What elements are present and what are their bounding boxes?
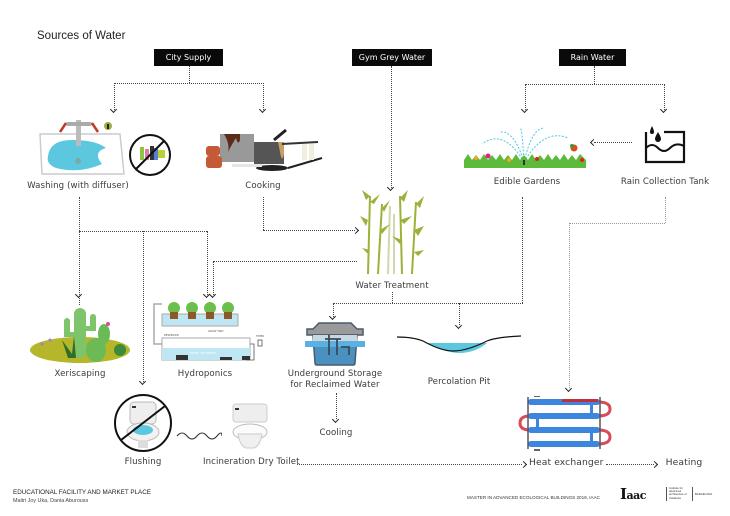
label-incineration-dry-toilet: Incineration Dry Toilet [203,457,300,467]
label-edible-gardens: Edible Gardens [493,177,561,187]
connector-to-percolation [459,303,460,325]
connector-treatment-split [333,303,523,304]
connector-heat-to-heating [606,464,654,465]
wave-connector [176,432,222,440]
no-flush-toilet-icon [114,394,172,452]
footer-program: MASTER IN ADVANCED ECOLOGICAL BUILDINGS … [467,495,601,500]
label-flushing: Flushing [124,457,162,467]
percolation-pit-icon [397,335,521,353]
sprinkler-garden-icon [464,127,586,168]
connector-washing-down [79,197,80,305]
label-rain-collection-tank: Rain Collection Tank [620,177,710,187]
label-underground-storage-line2: for Reclaimed Water [290,380,380,390]
rain-tank-icon [644,126,686,164]
connector-treatment-to-hydroponics [213,261,357,262]
iaac-logo: Iaac [620,485,646,503]
label-xeriscaping: Xeriscaping [54,369,106,379]
diagram-title: Sources of Water [37,30,126,42]
connector-to-washing [114,83,115,110]
source-rain-water: Rain Water [559,49,626,66]
label-hydroponics: Hydroponics [177,369,233,379]
label-cooking: Cooking [245,181,281,191]
connector-washing-to-hydroponics [207,231,208,295]
hydroponics-icon: GROW TRAY RESERVOIR WATER / NUTRIENTS TI… [153,302,264,361]
underground-tank-icon [305,322,365,366]
iaac-institute-text: Institute for advanced architecture of C… [669,486,687,500]
connector-tank-left [569,223,665,224]
label-cooling: Cooling [319,428,353,438]
iaac-logo-i: I [620,485,627,503]
no-bottles-icon [129,134,171,176]
cooking-dishes-icon [206,128,323,171]
connector-treatment-down [392,292,393,303]
connector-storage-to-cooling [336,393,337,419]
connector-to-storage [333,303,334,317]
heat-exchanger-icon [518,396,612,451]
iaac-city-text: BARCELONA [695,492,713,496]
connector-to-cooking [263,83,264,110]
label-underground-storage: Underground Storage for Reclaimed Water [280,369,390,391]
connector-to-tank [664,84,665,110]
label-underground-storage-line1: Underground Storage [287,369,383,379]
label-heating: Heating [665,457,703,468]
hydro-reservoir-label: RESERVOIR [164,333,179,337]
connector-tank-to-heat-exchanger [569,223,570,388]
source-gym-grey-water: Gym Grey Water [352,49,432,66]
connector-city-down [189,66,190,83]
connector-tank-down [665,197,666,223]
footer-project-title: EDUCATIONAL FACILITY AND MARKET PLACE [13,489,151,496]
bamboo-icon [360,190,424,274]
connector-toilet-to-heat-exchanger [297,464,522,465]
label-washing: Washing (with diffuser) [27,181,129,191]
iaac-logo-aac: aac [626,489,647,502]
hydro-timer-label: TIMER [256,334,264,338]
hydro-water-label: WATER / NUTRIENTS [190,351,217,355]
connector-tank-to-gardens [594,142,632,143]
connector-cooking-down [263,197,264,230]
label-percolation-pit: Percolation Pit [427,377,491,387]
logo-divider-1 [666,487,667,501]
connector-rain-down [594,66,595,84]
connector-gym-to-treatment [391,66,392,188]
connector-to-gardens [525,84,526,110]
connector-rain-split [525,84,665,85]
source-city-supply: City Supply [154,49,223,66]
label-heat-exchanger: Heat exchanger [529,457,604,468]
connector-cooking-to-treatment [263,230,355,231]
cactus-icon [30,308,130,363]
connector-treatment-hydro-down [213,261,214,295]
connector-city-split [114,83,264,84]
dry-toilet-icon [232,403,268,449]
logo-divider-2 [692,487,693,501]
connector-gardens-down [522,197,523,303]
label-water-treatment: Water Treatment [355,281,429,291]
sink-icon [39,120,125,175]
connector-to-flushing [143,231,144,382]
footer-authors: Maitri Joy Uka, Dania Aburouss [13,498,89,504]
hydro-grow-tray-label: GROW TRAY [208,329,224,333]
